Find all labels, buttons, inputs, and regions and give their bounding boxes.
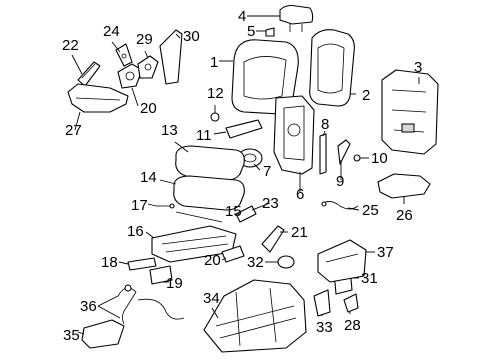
- part-21-cover: [261, 225, 285, 253]
- callout-16: 16: [127, 223, 144, 240]
- callout-30: 30: [183, 28, 200, 45]
- callout-25: 25: [362, 202, 379, 219]
- callout-5: 5: [247, 23, 255, 40]
- callout-9: 9: [336, 173, 344, 190]
- callout-12: 12: [207, 85, 224, 102]
- part-18-panel: [127, 257, 157, 271]
- callout-29: 29: [136, 31, 153, 48]
- part-27-side-shield: [67, 83, 129, 113]
- callout-labels: 1234567891011121314151617181920202122232…: [62, 8, 422, 344]
- part-11-trim: [225, 119, 263, 139]
- part-10-clip: [353, 154, 361, 162]
- callout-27: 27: [65, 122, 82, 139]
- callout-35: 35: [63, 327, 80, 344]
- callout-17: 17: [131, 197, 148, 214]
- callout-26: 26: [396, 207, 413, 224]
- callout-28: 28: [344, 317, 361, 334]
- callout-19: 19: [166, 275, 183, 292]
- callout-31: 31: [361, 270, 378, 287]
- part-3-back-panel: [381, 69, 439, 155]
- part-23-bracket: [235, 205, 257, 223]
- callout-24: 24: [103, 23, 120, 40]
- part-24-bracket: [115, 43, 133, 67]
- part-17-pin: [156, 203, 175, 209]
- callout-10: 10: [371, 150, 388, 167]
- callout-32: 32: [247, 254, 264, 271]
- part-25-wire: [321, 201, 359, 210]
- callout-13: 13: [161, 122, 178, 139]
- callout-20: 20: [204, 252, 221, 269]
- part-6-frame: [273, 95, 315, 175]
- part-16-seat-frame: [151, 225, 237, 263]
- part-9-lever: [337, 139, 351, 165]
- callout-2: 2: [362, 87, 370, 104]
- part-14-cushion: [173, 175, 245, 211]
- callout-18: 18: [101, 254, 118, 271]
- callout-22: 22: [62, 37, 79, 54]
- callout-3: 3: [414, 59, 422, 76]
- part-2-seat-back-cushion: [309, 29, 355, 107]
- callout-7: 7: [263, 163, 271, 180]
- part-12-knob: [210, 112, 220, 122]
- part-13-cushion-cover: [175, 145, 245, 181]
- part-37-bracket: [317, 239, 367, 283]
- leader-lines: [71, 15, 420, 335]
- part-4-headrest: [279, 4, 314, 32]
- part-20-recliner-handle: [117, 63, 143, 89]
- part-8-rod: [319, 133, 327, 175]
- callout-6: 6: [296, 186, 304, 203]
- callout-23: 23: [262, 195, 279, 212]
- part-28-clip: [343, 293, 359, 313]
- part-22-handle: [77, 61, 101, 87]
- part-30-cover: [159, 29, 183, 85]
- callout-8: 8: [321, 116, 329, 133]
- callout-11: 11: [196, 127, 212, 144]
- callout-36: 36: [80, 298, 97, 315]
- callout-21: 21: [291, 224, 308, 241]
- part-33-cover: [313, 289, 331, 317]
- part-32-motor: [277, 255, 295, 269]
- callout-34: 34: [203, 290, 220, 307]
- part-19-bezel: [149, 265, 173, 285]
- callout-20: 20: [140, 100, 157, 117]
- part-35-switch-bezel: [81, 319, 125, 349]
- part-36-harness: [117, 284, 185, 325]
- callout-1: 1: [210, 54, 218, 71]
- callout-14: 14: [140, 169, 157, 186]
- part-15-wire: [175, 211, 223, 223]
- part-34-seat-track: [203, 279, 307, 353]
- callout-15: 15: [225, 203, 242, 220]
- part-26-side-shield: [377, 173, 431, 199]
- callout-33: 33: [316, 319, 333, 336]
- part-5-guide: [265, 27, 275, 37]
- callout-37: 37: [377, 244, 394, 261]
- part-29-switch: [137, 55, 159, 79]
- callout-4: 4: [238, 8, 246, 25]
